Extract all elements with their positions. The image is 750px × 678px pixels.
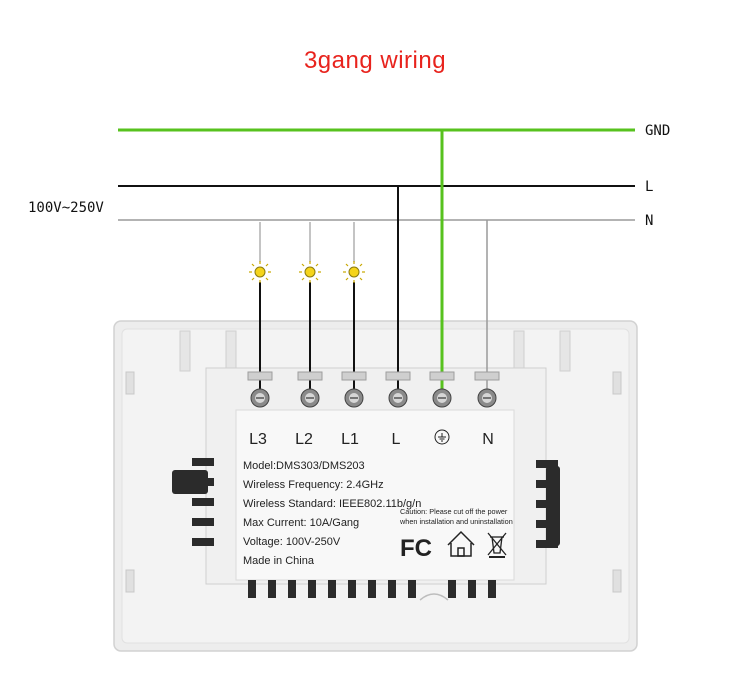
terminal-screw (297, 371, 323, 408)
spec-origin: Made in China (243, 555, 315, 567)
terminal-label-n: N (482, 431, 494, 448)
supply-voltage-label: 100V~250V (28, 200, 104, 216)
terminal-label-l3: L3 (249, 431, 267, 448)
diagram-title: 3gang wiring (304, 47, 446, 74)
live-label: L (645, 179, 653, 195)
terminal-screw (429, 371, 455, 408)
terminal-block (247, 371, 500, 408)
spec-model: Model:DMS303/DMS203 (243, 460, 365, 472)
weee-bin-icon (487, 532, 507, 558)
bottom-notch (419, 593, 449, 601)
fcc-logo: FC (400, 535, 432, 562)
caution-line-1: Caution: Please cut off the power (400, 507, 508, 516)
terminal-label-l2: L2 (295, 431, 313, 448)
ground-label: GND (645, 123, 670, 139)
spec-voltage: Voltage: 100V-250V (243, 536, 341, 548)
spec-standard: Wireless Standard: IEEE802.11b/g/n (243, 498, 421, 510)
terminal-screw (385, 371, 411, 408)
lamp-icon (299, 261, 321, 283)
module-label-panel (235, 409, 515, 581)
house-icon (447, 530, 475, 557)
terminal-label-l1: L1 (341, 431, 359, 448)
spec-frequency: Wireless Frequency: 2.4GHz (243, 479, 384, 491)
lamp-icon (249, 261, 271, 283)
bottom-vents (248, 580, 496, 598)
lamp-icon (343, 261, 365, 283)
terminal-label-l: L (392, 431, 401, 448)
caution-line-2: when installation and uninstallation (399, 517, 513, 526)
left-vents (172, 458, 214, 546)
spec-current: Max Current: 10A/Gang (243, 517, 359, 529)
neutral-label: N (645, 213, 653, 229)
right-vents (536, 460, 560, 548)
terminal-screw (341, 371, 367, 408)
mounting-posts (179, 330, 571, 372)
terminal-screw (474, 371, 500, 408)
plate-clips (125, 371, 622, 593)
ground-symbol-icon (434, 429, 450, 445)
terminal-screw (247, 371, 273, 408)
